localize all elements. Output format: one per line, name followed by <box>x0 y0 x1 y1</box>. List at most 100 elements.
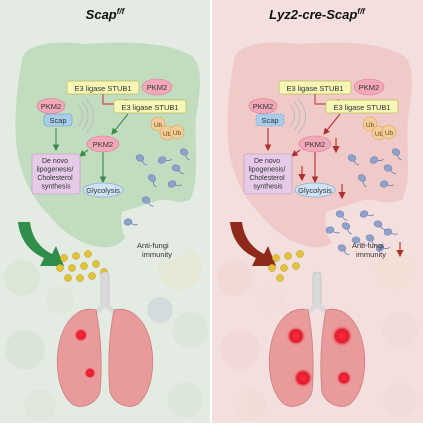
left-fungus-1 <box>135 154 148 166</box>
left-pkm2-oval-left <box>36 98 66 114</box>
right-fungus-16 <box>375 244 391 252</box>
left-denovo-line-3: Cholesterol <box>37 175 73 182</box>
right-denovo-line-2: lipogenesis/ <box>249 167 286 174</box>
right-spore-2 <box>284 252 292 260</box>
right-fungus-2 <box>369 156 385 164</box>
right-lesion-2 <box>331 325 353 347</box>
left-lung-right <box>108 308 154 407</box>
right-pkm2-label-center: PKM2 <box>305 140 325 149</box>
right-fungus-14 <box>383 228 398 236</box>
right-anti-fungi-text: Anti-fungi immunity <box>352 241 386 259</box>
right-fungus-15 <box>337 244 350 256</box>
right-denovo-line-1: De novo <box>254 158 280 165</box>
left-spore-8 <box>64 274 72 282</box>
right-arrow-pkm2-to-denovo <box>291 149 301 157</box>
right-denovo-line-3: Cholesterol <box>249 175 285 182</box>
right-pkm2-label-top: PKM2 <box>359 83 379 92</box>
left-denovo-line-1: De novo <box>42 158 68 165</box>
right-scap-label: Scap <box>261 116 278 125</box>
left-ub-label-1: Ub <box>154 122 163 129</box>
left-denovo-text: De novo lipogenesis/ Cholesterol synthes… <box>37 158 76 191</box>
right-panel-title: Lyz2-cre-Scapf/f <box>269 7 366 22</box>
right-lesion-1 <box>286 326 306 346</box>
left-denovo-box <box>31 153 81 195</box>
right-macrophage: E3 ligase STUB1 PKM2 PKM2 Scap E3 ligase… <box>227 42 412 263</box>
left-spore-9 <box>76 274 84 282</box>
right-glycolysis-label: Glycolysis <box>298 186 332 195</box>
left-anti-fungi-text: Anti-fungi immunity <box>137 241 172 259</box>
right-ub-label-2: Ub <box>375 131 384 138</box>
left-ub-label-3: Ub <box>173 130 182 137</box>
right-lungs <box>268 271 366 407</box>
right-spore-7 <box>276 274 284 282</box>
right-e3-ligase-label-mid: E3 ligase STUB1 <box>333 103 390 112</box>
left-trachea <box>100 271 110 307</box>
left-scap-label: Scap <box>49 116 66 125</box>
right-pkm2-oval-left <box>248 98 278 114</box>
right-fungus-13 <box>365 234 377 246</box>
left-fungus-3 <box>171 164 185 174</box>
left-big-arrow <box>18 222 64 266</box>
right-fungus-6 <box>391 148 402 161</box>
left-ub-1 <box>150 116 166 132</box>
left-fungus-5 <box>167 180 183 188</box>
right-scap-box <box>255 113 285 127</box>
right-ub-label-3: Ub <box>385 130 394 137</box>
left-anti-fungi-line-1: Anti-fungi <box>137 241 169 250</box>
left-spore-3 <box>84 250 92 258</box>
right-trachea <box>312 271 322 307</box>
right-glycolysis-oval <box>294 182 336 198</box>
left-panel-title: Scapf/f <box>86 7 126 22</box>
right-spore-6 <box>292 262 300 270</box>
right-lesion-4 <box>336 370 352 386</box>
left-pkm2-label-center: PKM2 <box>93 140 113 149</box>
right-denovo-line-4: synthesis <box>253 184 283 191</box>
left-er-lines <box>77 98 94 134</box>
right-ub-label-1: Ub <box>366 122 375 129</box>
right-fungus-12 <box>351 236 366 245</box>
left-tissue-background <box>4 246 208 421</box>
left-scap-box <box>43 113 73 127</box>
left-spore-2 <box>72 252 80 260</box>
left-fungus-8 <box>123 218 138 226</box>
left-spore-5 <box>68 264 76 272</box>
left-pkm2-label-top: PKM2 <box>147 83 167 92</box>
left-lesion-1 <box>74 328 88 342</box>
left-arrow-pkm2-to-denovo <box>79 149 89 157</box>
right-e3-ligase-label-top: E3 ligase STUB1 <box>286 84 343 93</box>
left-title-superscript: f/f <box>117 7 126 16</box>
right-pkm2-label-left: PKM2 <box>253 102 273 111</box>
left-glycolysis-oval <box>82 182 124 198</box>
right-denovo-text: De novo lipogenesis/ Cholesterol synthes… <box>249 158 288 191</box>
left-glycolysis-label: Glycolysis <box>86 186 120 195</box>
left-fungus-2 <box>157 156 173 164</box>
left-fungus-4 <box>148 174 157 188</box>
right-title-main: Lyz2-cre-Scap <box>269 7 357 22</box>
left-denovo-line-4: synthesis <box>41 184 71 191</box>
right-anti-fungi-line-1: Anti-fungi <box>352 241 384 250</box>
left-pkm2-oval-top <box>141 78 173 96</box>
left-spore-4 <box>56 264 64 272</box>
right-spore-4 <box>268 264 276 272</box>
left-spore-7 <box>92 260 100 268</box>
right-fungus-9 <box>341 222 352 235</box>
right-er-lines <box>289 98 306 134</box>
left-ub-3 <box>169 124 185 140</box>
left-lesion-2 <box>84 367 96 379</box>
right-tissue-background <box>217 246 418 421</box>
right-big-arrow <box>230 222 276 266</box>
right-spores <box>268 250 304 282</box>
right-ub-3 <box>381 124 397 140</box>
left-spore-1 <box>60 254 68 262</box>
right-arrow-e3-to-pkm2 <box>323 113 341 135</box>
right-pkm2-oval-top <box>353 78 385 96</box>
right-spore-5 <box>280 264 288 272</box>
left-e3-ligase-label-top: E3 ligase STUB1 <box>74 84 131 93</box>
right-lesion-3 <box>293 368 313 388</box>
left-denovo-line-2: lipogenesis/ <box>37 167 74 174</box>
right-fungus-7 <box>335 210 348 221</box>
left-spore-6 <box>80 262 88 270</box>
right-spore-1 <box>272 254 280 262</box>
right-anti-fungi-line-2: immunity <box>356 250 386 259</box>
